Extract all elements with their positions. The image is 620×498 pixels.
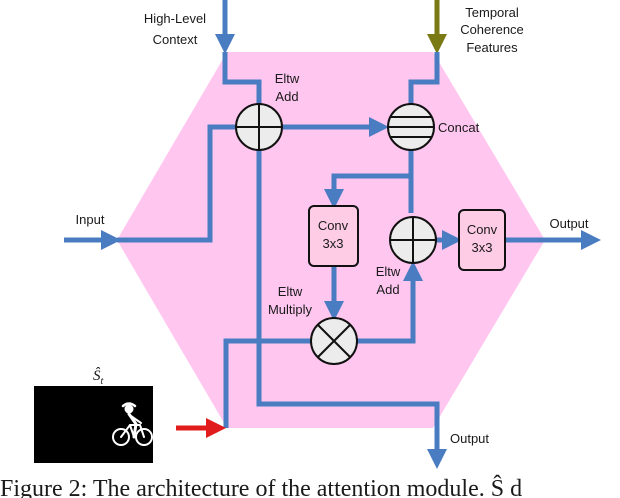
conv-right-box [458, 209, 506, 271]
eltw-multiply-node [310, 317, 358, 365]
circle-x-icon [317, 324, 351, 358]
circle-plus-icon [236, 104, 282, 150]
eltw-add-top-node [235, 103, 283, 151]
figure-caption: Figure 2: The architecture of the attent… [0, 475, 522, 498]
conv-left-label-line2: 3x3 [323, 236, 344, 251]
concat-label: Concat [438, 120, 480, 135]
temporal-label-line1: Temporal [465, 5, 519, 20]
wire-high-level-to-add [222, 52, 262, 108]
eltw-add-top-label-line2: Add [275, 89, 298, 104]
circle-lines-icon [388, 116, 434, 138]
input-label: Input [76, 212, 105, 227]
eltw-multiply-label-line2: Multiply [268, 302, 313, 317]
output-bottom-label: Output [450, 431, 489, 446]
wire-input-to-add [117, 124, 235, 243]
circle-plus-icon [390, 217, 436, 263]
high-level-label-line2: Context [153, 32, 198, 47]
eltw-add-mid-label-line1: Eltw [376, 264, 401, 279]
wire-add-to-output [256, 150, 447, 470]
mask-label: Ŝt [93, 367, 104, 387]
eltw-add-top-label-line1: Eltw [275, 71, 300, 86]
wire-mask-to-multiply [223, 338, 311, 428]
eltw-add-mid-label-line2: Add [376, 282, 399, 297]
eltw-multiply-label-line1: Eltw [278, 284, 303, 299]
high-level-label-line1: High-Level [144, 11, 206, 26]
concat-node [387, 103, 435, 151]
conv-right-label-line2: 3x3 [472, 240, 493, 255]
wire-temporal-to-concat [408, 52, 440, 105]
conv-left-label-line1: Conv [318, 218, 349, 233]
conv-left-box [308, 205, 359, 267]
temporal-label-line2: Coherence [460, 22, 524, 37]
eltw-add-mid-node [389, 216, 437, 264]
wire-concat-to-conv [324, 150, 414, 210]
conv-right-label-line1: Conv [467, 222, 498, 237]
cyclist-silhouette-icon [112, 402, 153, 446]
output-right-label: Output [549, 216, 588, 231]
wire-multiply-to-eltw-add [357, 260, 423, 344]
temporal-label-line3: Features [466, 40, 518, 55]
